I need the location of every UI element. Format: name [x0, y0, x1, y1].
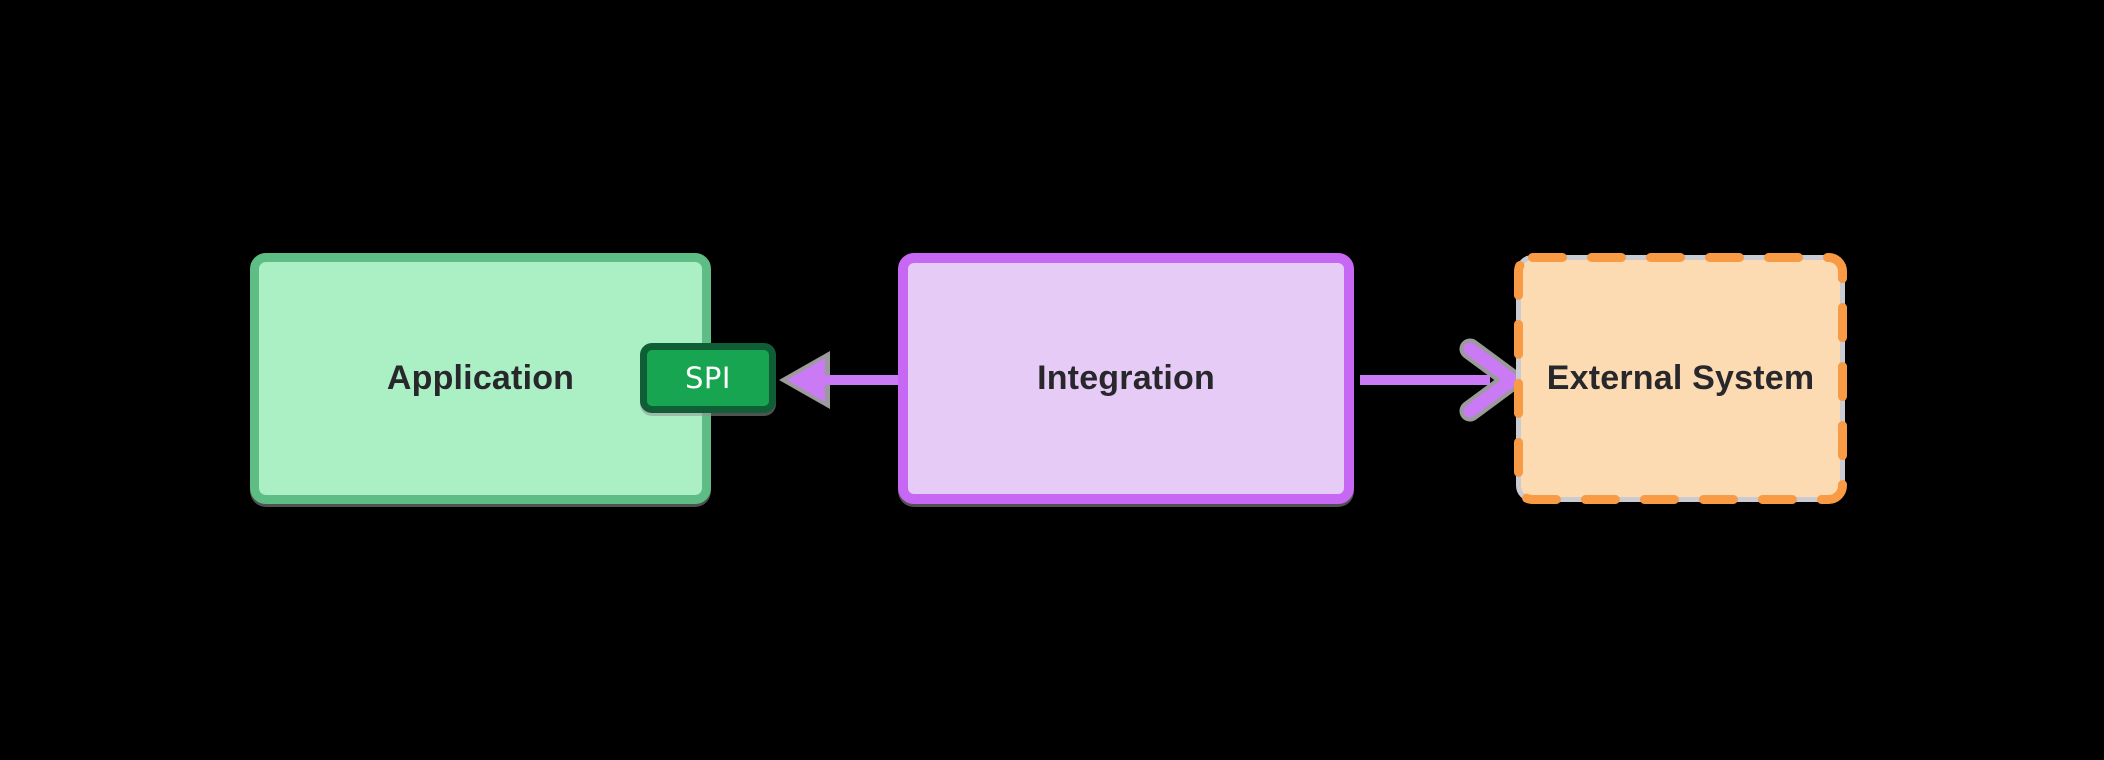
- integration-node: Integration: [898, 253, 1354, 504]
- external-system-label: External System: [1546, 359, 1815, 397]
- application-node: Application: [250, 253, 711, 504]
- arrow-integration-to-spi: [779, 351, 902, 409]
- integration-label: Integration: [1037, 359, 1215, 397]
- spi-port-label: SPI: [685, 361, 731, 395]
- external-system-label-layer: External System: [1514, 253, 1847, 504]
- right-arrowhead-icon: [1463, 342, 1518, 418]
- left-arrowhead-icon: [787, 358, 825, 402]
- external-system-node: External System: [1514, 253, 1847, 504]
- spi-port-badge: SPI: [640, 343, 776, 413]
- external-system-dashed-border: [1514, 253, 1847, 504]
- arrow-integration-to-external-system: [1360, 338, 1518, 422]
- external-system-dash-stroke: [1514, 253, 1847, 504]
- application-label: Application: [386, 359, 575, 397]
